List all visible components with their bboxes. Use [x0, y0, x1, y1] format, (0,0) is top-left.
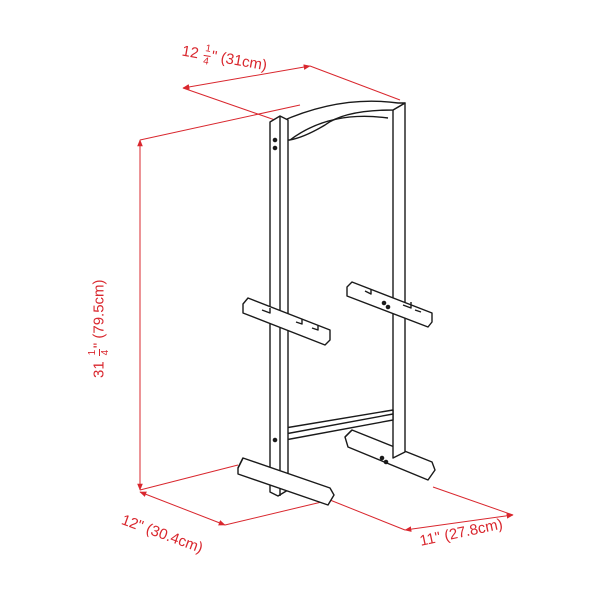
lower-crossbar [284, 409, 394, 441]
width-extension-line-left [182, 87, 276, 121]
top-crossbar [279, 100, 406, 141]
width-dimension-line [182, 64, 311, 90]
base-extension-line-right [432, 486, 514, 516]
depth-extension-line [224, 499, 331, 526]
height-extension-line-top [139, 104, 301, 141]
dimension-lines [137, 64, 514, 532]
base-dimension-line [404, 513, 514, 532]
width-extension-line-right [309, 65, 401, 101]
rear-arm [346, 281, 433, 328]
front-post [269, 115, 289, 497]
rear-post [392, 102, 406, 459]
front-arm [242, 297, 331, 346]
height-extension-line-bottom [139, 464, 239, 491]
depth-dimension-line [139, 491, 226, 526]
rack-line-art [237, 100, 436, 506]
base-extension-line-left [329, 499, 406, 531]
rear-foot [344, 429, 436, 481]
